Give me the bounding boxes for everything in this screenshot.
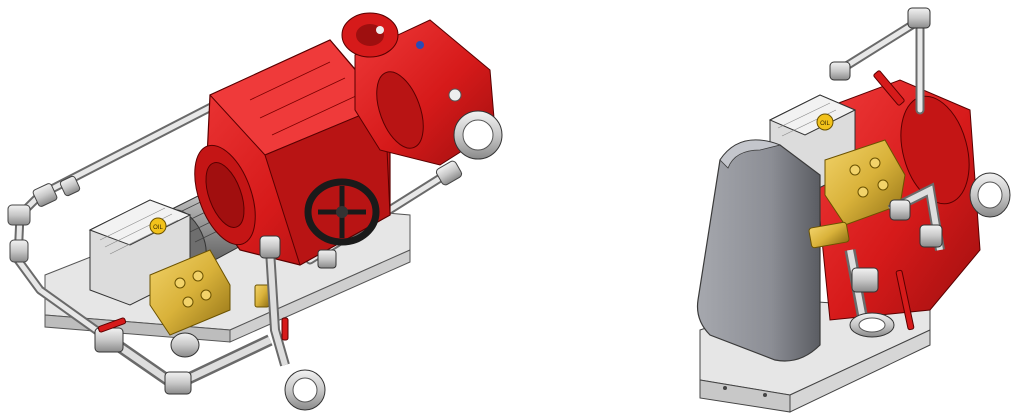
handwheel-icon [304, 178, 380, 246]
oil-cap-label: OIL [153, 225, 163, 231]
pump-assembly-view-left: OIL [7, 12, 503, 411]
brass-inlet-fitting [808, 221, 850, 249]
belt-guard-cover [696, 139, 821, 362]
lower-piping-rear [844, 182, 945, 338]
lifting-pipe [829, 7, 931, 115]
oil-cap-label-rear: OIL [820, 121, 830, 127]
pump-assembly-view-right: OIL [680, 0, 1016, 418]
plunger-pump-block: OIL [88, 199, 270, 336]
pump-assembly-right-svg: OIL [696, 7, 1011, 413]
centrifugal-pump-head [341, 12, 503, 166]
discharge-piping [94, 235, 337, 411]
return-pipe-upper [7, 100, 463, 344]
pump-assembly-left-svg: OIL [7, 12, 503, 411]
